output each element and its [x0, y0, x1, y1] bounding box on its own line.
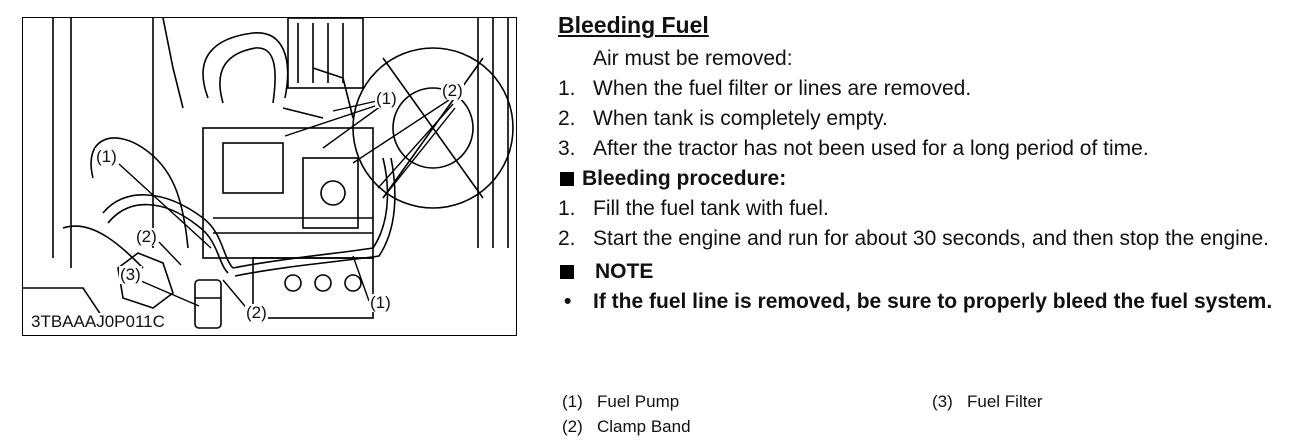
square-bullet-icon: [560, 172, 574, 186]
list-item: 1. Fill the fuel tank with fuel.: [558, 194, 1308, 224]
legend-number: (3): [932, 392, 953, 411]
legend-item: (1) Fuel Pump: [562, 389, 679, 414]
instruction-text: Bleeding Fuel Air must be removed: 1. Wh…: [558, 10, 1308, 316]
list-text: After the tractor has not been used for …: [593, 137, 1149, 160]
callout-fuel-pump-top: (1): [375, 89, 398, 108]
procedure-list: 1. Fill the fuel tank with fuel. 2. Star…: [558, 194, 1308, 254]
callout-fuel-pump-left: (1): [95, 147, 118, 166]
callout-clamp-band-bottom: (2): [245, 303, 268, 322]
legend-item: (3) Fuel Filter: [932, 389, 1043, 414]
figure-id-label: 3TBAAAJ0P011C: [29, 312, 167, 331]
list-item: 2. Start the engine and run for about 30…: [558, 224, 1308, 254]
list-item: 1. When the fuel filter or lines are rem…: [558, 74, 1308, 104]
list-text: Start the engine and run for about 30 se…: [593, 227, 1269, 250]
callout-clamp-band-left: (2): [135, 227, 158, 246]
list-number: 1.: [558, 77, 576, 100]
intro-text: Air must be removed:: [593, 47, 793, 70]
callout-fuel-filter: (3): [119, 265, 142, 284]
square-bullet-icon: [560, 265, 574, 279]
note-text: If the fuel line is removed, be sure to …: [593, 290, 1273, 313]
legend-label: Fuel Pump: [597, 392, 680, 411]
list-number: 3.: [558, 137, 576, 160]
legend-number: (2): [562, 417, 583, 436]
procedure-heading: Bleeding procedure:: [558, 164, 1308, 194]
list-item: 3. After the tractor has not been used f…: [558, 134, 1308, 164]
engine-line-drawing: [23, 18, 514, 329]
callout-clamp-band-top: (2): [441, 81, 464, 100]
note-heading-text: NOTE: [595, 260, 654, 283]
legend-number: (1): [562, 392, 583, 411]
callout-fuel-pump-bottom: (1): [369, 293, 392, 312]
note-heading: NOTE: [558, 257, 1308, 287]
list-number: 1.: [558, 197, 576, 220]
list-text: Fill the fuel tank with fuel.: [593, 197, 829, 220]
list-text: When tank is completely empty.: [593, 107, 888, 130]
legend-label: Clamp Band: [597, 417, 691, 436]
engine-illustration: (1) (2) (1) (2) (3) (2) (1) 3TBAAAJ0P011…: [22, 17, 517, 336]
procedure-heading-text: Bleeding procedure:: [582, 167, 787, 190]
bullet-icon: •: [564, 290, 572, 313]
conditions-list: 1. When the fuel filter or lines are rem…: [558, 74, 1308, 164]
legend-label: Fuel Filter: [967, 392, 1043, 411]
note-item: • If the fuel line is removed, be sure t…: [558, 287, 1308, 316]
legend-item: (2) Clamp Band: [562, 414, 691, 439]
list-text: When the fuel filter or lines are remove…: [593, 77, 972, 100]
list-item: 2. When tank is completely empty.: [558, 104, 1308, 134]
section-title: Bleeding Fuel: [558, 12, 709, 38]
list-number: 2.: [558, 107, 576, 130]
list-number: 2.: [558, 227, 576, 250]
